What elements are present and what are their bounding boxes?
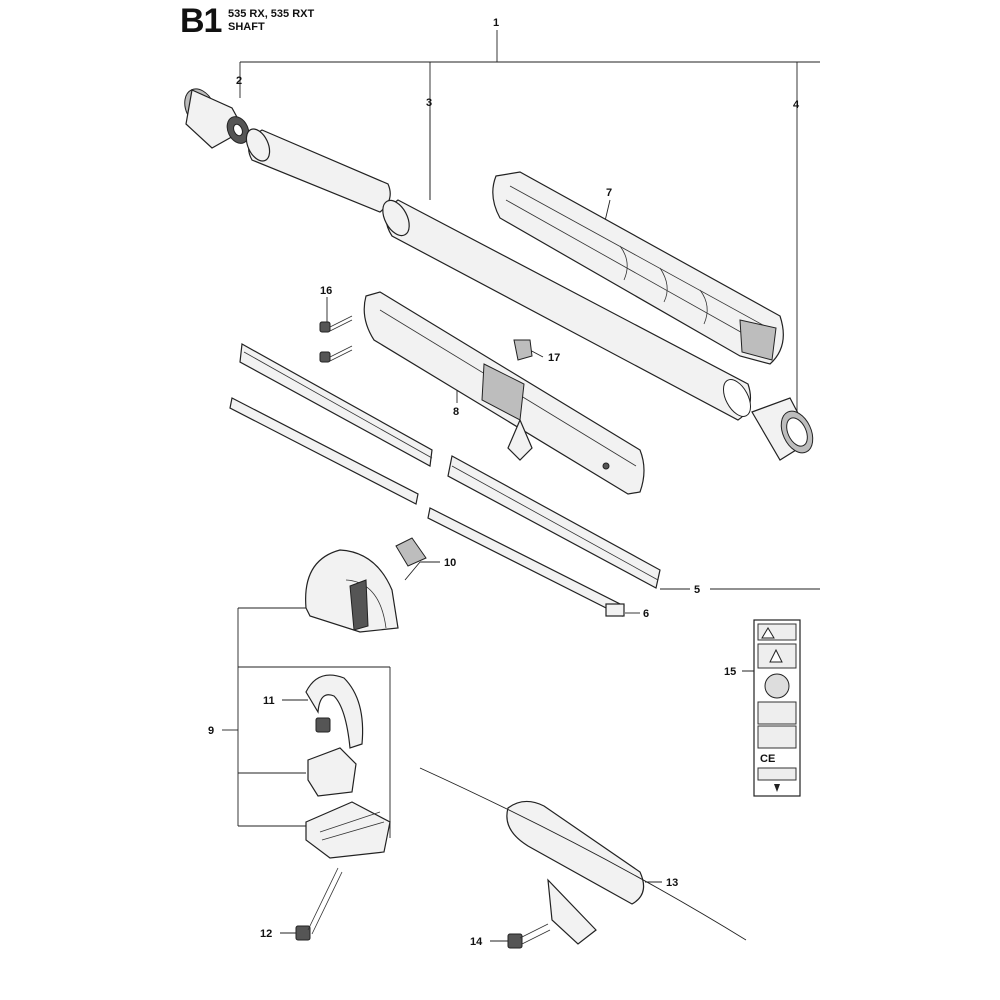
part-9-bracket-upper [305, 549, 399, 633]
part-12-bolt [295, 867, 343, 941]
part-11-loop-handle [305, 674, 364, 749]
callout-10: 10 [444, 557, 456, 569]
callout-5: 5 [694, 584, 700, 596]
part-6-drive-bar [229, 397, 625, 617]
part-5-rails [239, 343, 661, 589]
part-15-warning-label: CE [753, 619, 801, 797]
callout-13: 13 [666, 877, 678, 889]
callout-1: 1 [493, 17, 499, 29]
part-3-shaft-tube [382, 199, 752, 421]
part-13-grip-handle [419, 767, 747, 945]
part-4-end-cap [751, 397, 814, 461]
model-name: 535 RX, 535 RXT [228, 8, 315, 20]
label-ce-mark: CE [760, 753, 775, 765]
callout-11: 11 [263, 695, 275, 707]
part-8-shaft-housing [363, 291, 645, 495]
callout-2: 2 [236, 75, 242, 87]
part-2-end-cap [184, 88, 250, 149]
section-title: SHAFT [228, 21, 265, 33]
part-9-clamp-pieces [305, 747, 391, 859]
callout-15: 15 [724, 666, 736, 678]
callout-6: 6 [643, 608, 649, 620]
callout-14: 14 [470, 936, 483, 948]
part-7-half-shell [492, 171, 784, 365]
callout-4: 4 [793, 99, 800, 111]
callout-12: 12 [260, 928, 272, 940]
callout-16: 16 [320, 285, 332, 297]
part-16-screws [319, 315, 353, 363]
callout-numbers: 1 2 3 4 5 6 7 8 9 10 11 12 13 14 15 16 1… [208, 17, 800, 948]
part-grip-tube [245, 128, 391, 213]
part-14-screw [507, 923, 551, 949]
callout-17: 17 [548, 352, 560, 364]
callout-3: 3 [426, 97, 432, 109]
part-17-clip [513, 339, 533, 361]
part-10-small-cap [395, 537, 427, 567]
callout-8: 8 [453, 406, 459, 418]
callout-7: 7 [606, 187, 612, 199]
section-code: B1 [180, 2, 222, 40]
leader-lines [222, 30, 820, 942]
callout-9: 9 [208, 725, 214, 737]
